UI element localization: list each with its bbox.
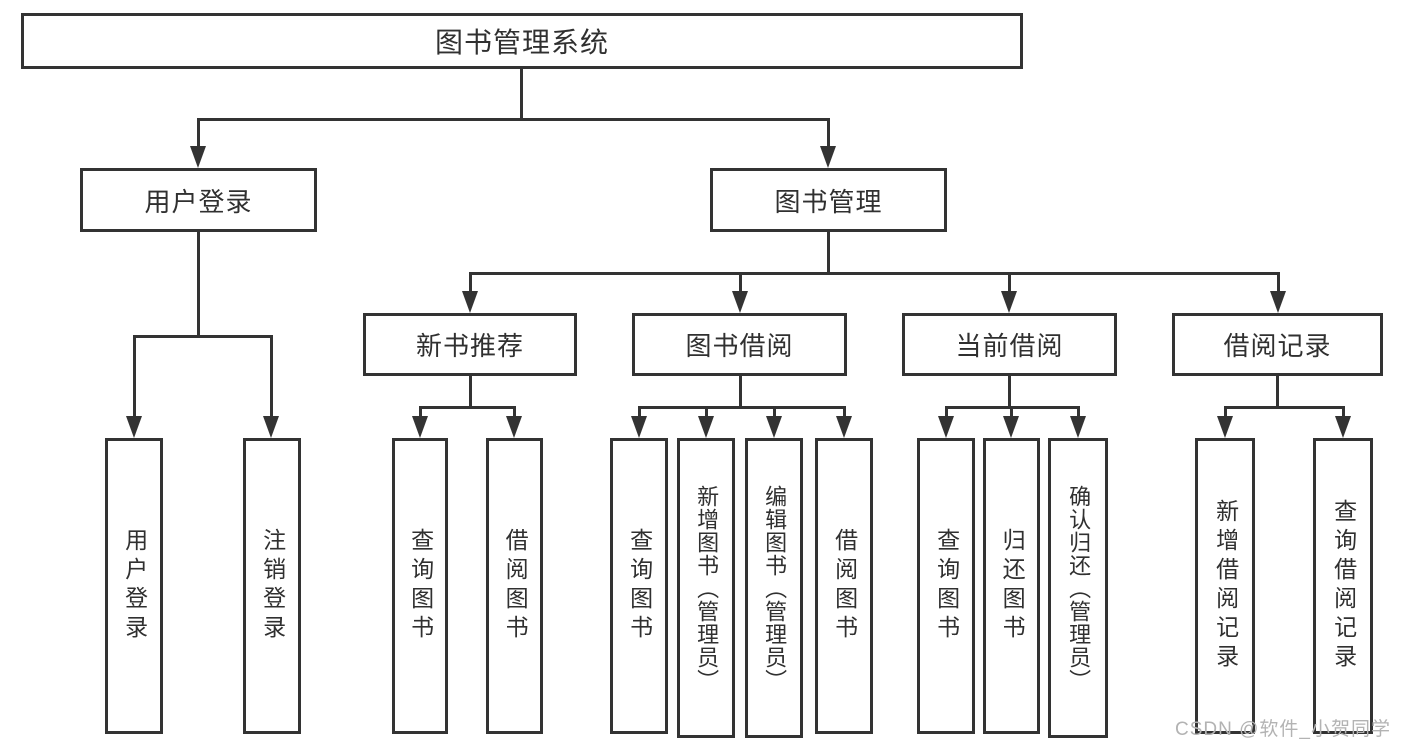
arrow-down-icon: [1003, 416, 1019, 438]
node-label: 图书借阅: [685, 331, 794, 361]
connector-line: [419, 406, 422, 417]
connector-line: [739, 376, 742, 406]
leaf-current-confirm-admin: 确认归还（管理员）: [1048, 438, 1108, 738]
connector-line: [1010, 406, 1013, 417]
leaf-record-query: 查询借阅记录: [1313, 438, 1373, 734]
connector-line: [1276, 376, 1279, 406]
connector-line: [638, 406, 846, 409]
arrow-down-icon: [1270, 291, 1286, 313]
leaf-label: 查询借阅记录: [1330, 499, 1357, 673]
connector-line: [270, 335, 273, 417]
leaf-label: 用户登录: [121, 528, 148, 644]
connector-line: [739, 272, 742, 291]
connector-line: [827, 232, 830, 272]
arrow-down-icon: [820, 146, 836, 168]
arrow-down-icon: [766, 416, 782, 438]
leaf-label: 确认归还（管理员）: [1066, 484, 1092, 692]
node-root-label: 图书管理系统: [434, 27, 609, 58]
node-label: 用户登录: [144, 186, 253, 217]
leaf-label: 查询图书: [933, 528, 960, 644]
connector-line: [827, 118, 830, 148]
connector-line: [1277, 272, 1280, 291]
arrow-down-icon: [1217, 416, 1233, 438]
leaf-label: 新增图书（管理员）: [694, 484, 720, 692]
connector-line: [513, 406, 516, 417]
node-current-borrow: 当前借阅: [902, 313, 1117, 376]
csdn-watermark: CSDN @软件_小贺同学: [1175, 719, 1391, 740]
connector-line: [773, 406, 776, 417]
arrow-down-icon: [938, 416, 954, 438]
leaf-borrow-edit-admin: 编辑图书（管理员）: [745, 438, 803, 738]
leaf-logout: 注销登录: [243, 438, 301, 734]
node-new-book-rec: 新书推荐: [363, 313, 577, 376]
connector-line: [419, 406, 516, 409]
connector-line: [520, 69, 523, 118]
connector-line: [197, 232, 200, 335]
leaf-borrow-add-admin: 新增图书（管理员）: [677, 438, 735, 738]
connector-line: [945, 406, 948, 417]
leaf-newbook-query: 查询图书: [392, 438, 448, 734]
arrow-down-icon: [732, 291, 748, 313]
connector-line: [705, 406, 708, 417]
arrow-down-icon: [462, 291, 478, 313]
leaf-newbook-borrow: 借阅图书: [486, 438, 543, 734]
node-label: 当前借阅: [955, 331, 1064, 361]
connector-line: [1077, 406, 1080, 417]
arrow-down-icon: [506, 416, 522, 438]
leaf-label: 借阅图书: [502, 528, 529, 644]
leaf-label: 编辑图书（管理员）: [762, 484, 788, 692]
leaf-borrow-query: 查询图书: [610, 438, 668, 734]
arrow-down-icon: [126, 416, 142, 438]
connector-line: [133, 335, 273, 338]
connector-line: [1342, 406, 1345, 417]
arrow-down-icon: [698, 416, 714, 438]
arrow-down-icon: [1335, 416, 1351, 438]
node-label: 图书管理: [774, 186, 883, 217]
connector-line: [469, 272, 472, 291]
leaf-current-return: 归还图书: [983, 438, 1040, 734]
node-user-login: 用户登录: [80, 168, 317, 232]
leaf-record-add: 新增借阅记录: [1195, 438, 1255, 734]
leaf-label: 新增借阅记录: [1212, 499, 1239, 673]
leaf-label: 借阅图书: [831, 528, 858, 644]
node-label: 新书推荐: [415, 331, 524, 361]
leaf-label: 注销登录: [259, 528, 286, 644]
arrow-down-icon: [631, 416, 647, 438]
leaf-current-query: 查询图书: [917, 438, 975, 734]
leaf-label: 查询图书: [626, 528, 653, 644]
connector-line: [1224, 406, 1344, 409]
arrow-down-icon: [1070, 416, 1086, 438]
connector-line: [197, 118, 830, 121]
arrow-down-icon: [412, 416, 428, 438]
arrow-down-icon: [1001, 291, 1017, 313]
node-borrow-record: 借阅记录: [1172, 313, 1383, 376]
node-label: 借阅记录: [1223, 331, 1332, 361]
connector-line: [638, 406, 641, 417]
connector-line: [843, 406, 846, 417]
leaf-label: 归还图书: [999, 528, 1026, 644]
leaf-label: 查询图书: [407, 528, 434, 644]
arrow-down-icon: [836, 416, 852, 438]
arrow-down-icon: [190, 146, 206, 168]
leaf-user-login: 用户登录: [105, 438, 163, 734]
node-book-mgmt: 图书管理: [710, 168, 947, 232]
connector-line: [469, 272, 1280, 275]
connector-line: [1008, 272, 1011, 291]
leaf-borrow-borrow: 借阅图书: [815, 438, 873, 734]
connector-line: [197, 118, 200, 148]
connector-line: [1224, 406, 1227, 417]
node-book-borrow: 图书借阅: [632, 313, 847, 376]
arrow-down-icon: [263, 416, 279, 438]
connector-line: [469, 376, 472, 406]
connector-line: [1008, 376, 1011, 406]
node-root: 图书管理系统: [21, 13, 1023, 69]
connector-line: [133, 335, 136, 417]
